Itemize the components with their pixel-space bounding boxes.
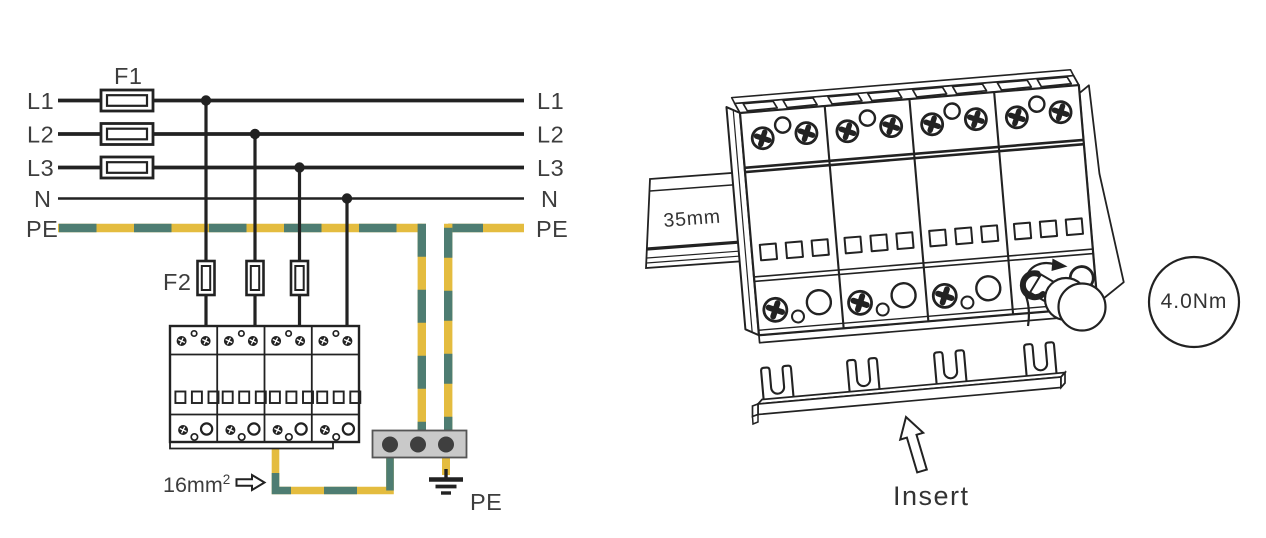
svg-text:N: N (34, 186, 51, 212)
svg-text:F1: F1 (114, 63, 142, 89)
svg-text:35mm: 35mm (663, 206, 722, 232)
svg-text:L1: L1 (27, 88, 54, 114)
svg-text:4.0Nm: 4.0Nm (1161, 290, 1228, 313)
svg-text:L3: L3 (537, 155, 564, 181)
svg-text:Insert: Insert (893, 481, 970, 511)
svg-text:PE: PE (470, 489, 502, 515)
svg-text:L3: L3 (27, 155, 54, 181)
svg-text:F2: F2 (163, 269, 191, 295)
svg-text:N: N (541, 186, 558, 212)
svg-text:PE: PE (26, 216, 58, 242)
svg-text:L1: L1 (537, 88, 564, 114)
svg-text:PE: PE (536, 216, 568, 242)
svg-text:L2: L2 (537, 122, 564, 148)
svg-text:L2: L2 (27, 122, 54, 148)
svg-text:16mm2: 16mm2 (163, 472, 230, 497)
